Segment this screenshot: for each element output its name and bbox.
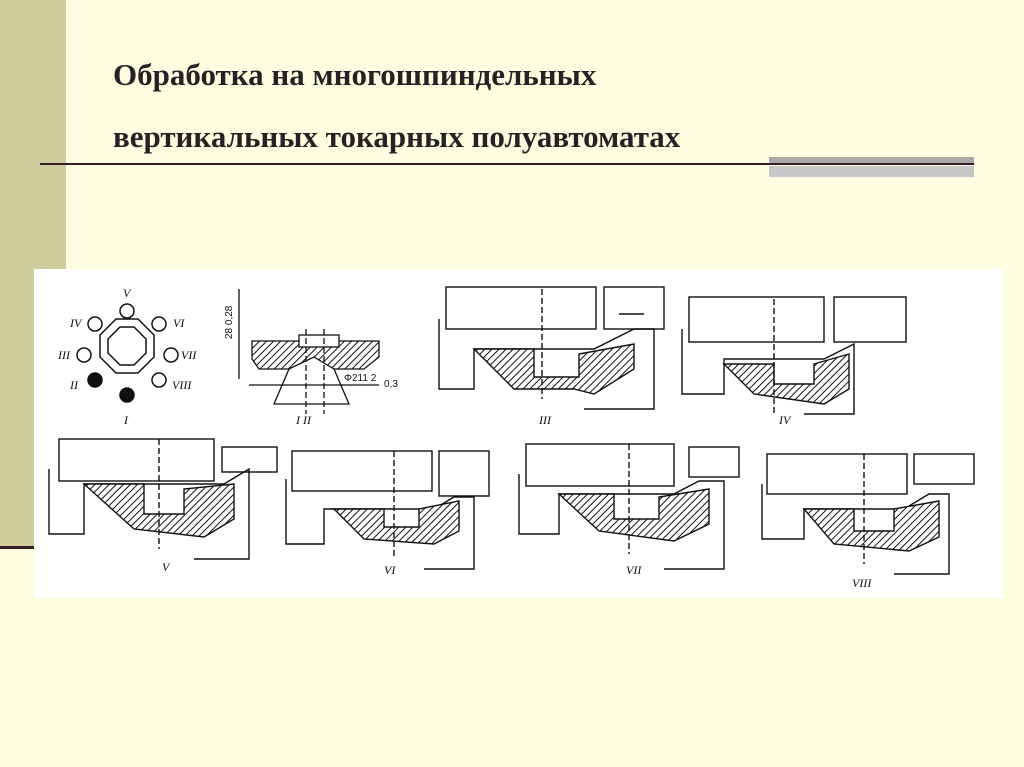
stage-7-tool-head <box>525 443 675 487</box>
scheme-label-1: I <box>123 413 129 427</box>
position-6 <box>151 316 167 332</box>
scheme-label-3: III <box>57 348 71 362</box>
stage-8-label: VIII <box>852 576 872 590</box>
position-8 <box>151 372 167 388</box>
position-1 <box>119 387 135 403</box>
stage-3-fixture <box>438 319 655 410</box>
part-sketch <box>238 289 380 414</box>
stage-6-diagram <box>285 450 490 570</box>
stage-4-diagram <box>681 296 907 415</box>
scheme-label-8: VIII <box>172 378 192 392</box>
stage-7-slide <box>688 446 740 478</box>
scheme-label-5: V <box>123 286 132 300</box>
stage-4-tool-head <box>688 296 825 343</box>
part-section <box>251 340 380 370</box>
title-accent-bar <box>769 157 974 163</box>
stage-8-slide <box>913 453 975 485</box>
stage-5-label: V <box>162 560 171 574</box>
part-chuck <box>273 368 350 405</box>
stage-5-workpiece <box>82 483 235 538</box>
scheme-label-6: VI <box>173 316 185 330</box>
stage-3-label: III <box>538 413 552 427</box>
position-3 <box>76 347 92 363</box>
stage-3-slide <box>603 286 665 330</box>
title-rule <box>40 163 974 165</box>
stage-6-label: VI <box>384 563 396 577</box>
stage-6-tool-head <box>291 450 433 492</box>
scheme-octagon-outer <box>99 318 155 374</box>
position-4 <box>87 316 103 332</box>
stage-7-workpiece <box>557 488 710 542</box>
stage-8-tool-head <box>766 453 908 495</box>
scheme-label-7: VII <box>181 348 197 362</box>
slide-title-line1: Обработка на многошпиндельных <box>113 57 597 92</box>
stage-6-slide <box>438 450 490 497</box>
stage-5-diagram <box>48 438 278 560</box>
stage-6-workpiece <box>332 500 460 545</box>
scheme-label-2: II <box>69 378 79 392</box>
stage-5-fixture <box>48 467 250 560</box>
stage-8-workpiece <box>802 500 940 552</box>
stage-4-workpiece <box>722 353 850 405</box>
machining-diagram: I II III IV V VI VII VIII 28 0,28 Φ211 2… <box>34 269 1003 598</box>
part-positions-label: I II <box>295 413 312 427</box>
slide-title: Обработка на многошпиндельных вертикальн… <box>113 44 973 168</box>
scheme-labels: I II III IV V VI VII VIII <box>57 286 197 427</box>
slide-title-line2: вертикальных токарных полуавтоматах <box>113 119 681 154</box>
stage-4-label: IV <box>778 413 792 427</box>
stage-3-tool-head <box>445 286 597 330</box>
stage-7-diagram <box>518 443 740 570</box>
spindle-scheme <box>76 303 179 403</box>
scheme-octagon-inner <box>107 326 147 366</box>
stage-5-tool-head <box>58 438 215 482</box>
position-5 <box>119 303 135 319</box>
title-accent-bar-lower <box>769 166 974 177</box>
height-dimension: 28 0,28 <box>224 305 235 339</box>
stage-8-diagram <box>761 453 975 575</box>
machining-diagram-svg: I II III IV V VI VII VIII 28 0,28 Φ211 2… <box>48 286 975 590</box>
position-2 <box>87 372 103 388</box>
stage-7-label: VII <box>626 563 642 577</box>
tolerance-dimension: 0,3 <box>384 379 398 390</box>
scheme-label-4: IV <box>69 316 83 330</box>
position-7 <box>163 347 179 363</box>
diameter-dimension: Φ211 2 <box>344 373 377 384</box>
side-band-rule <box>0 546 34 549</box>
stage-3-diagram <box>438 286 665 410</box>
stage-3-workpiece <box>472 343 635 395</box>
part-hub <box>298 334 340 348</box>
stage-4-slide <box>833 296 907 343</box>
